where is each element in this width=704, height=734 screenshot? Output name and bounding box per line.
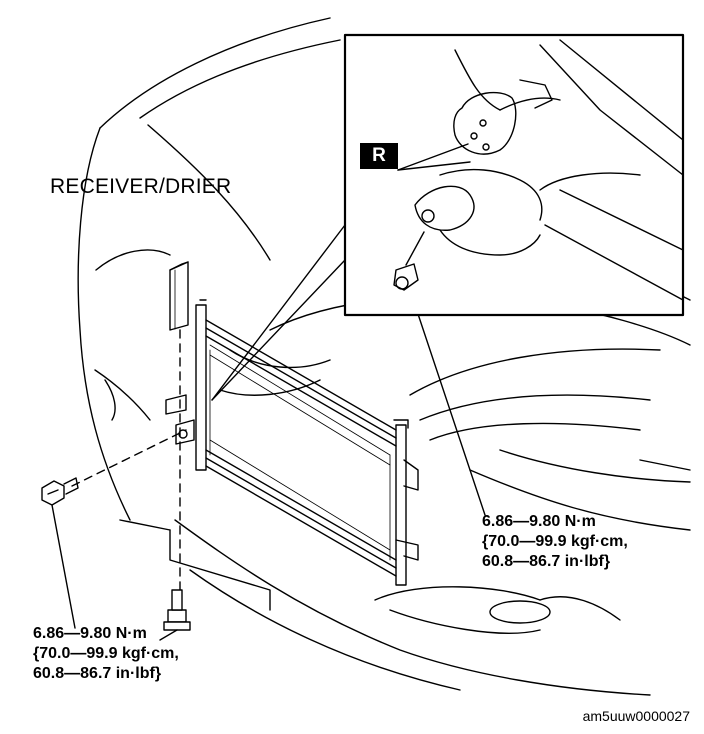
leader-lines	[51, 224, 486, 641]
torque-spec-right: 6.86—9.80 N·m {70.0—99.9 kgf·cm, 60.8—86…	[482, 512, 628, 572]
torque-spec-left: 6.86—9.80 N·m {70.0—99.9 kgf·cm, 60.8—86…	[33, 624, 179, 684]
receiver-drier	[165, 261, 195, 445]
figure-code: am5uuw0000027	[582, 708, 690, 724]
bolt-bottom	[163, 589, 191, 631]
torque-right-line1: 6.86—9.80 N·m	[482, 513, 596, 530]
bolt-side	[41, 477, 79, 506]
torque-left-line3: 60.8—86.7 in·lbf}	[33, 665, 162, 682]
condenser	[195, 299, 419, 586]
torque-right-line2: {70.0—99.9 kgf·cm,	[482, 533, 628, 550]
r-detail-badge: R	[360, 143, 398, 169]
torque-right-line3: 60.8—86.7 in·lbf}	[482, 553, 611, 570]
alignment-lines	[71, 329, 187, 611]
torque-left-line1: 6.86—9.80 N·m	[33, 625, 147, 642]
receiver-drier-label: RECEIVER/DRIER	[50, 175, 232, 198]
detail-inset	[343, 33, 685, 317]
torque-left-line2: {70.0—99.9 kgf·cm,	[33, 645, 179, 662]
